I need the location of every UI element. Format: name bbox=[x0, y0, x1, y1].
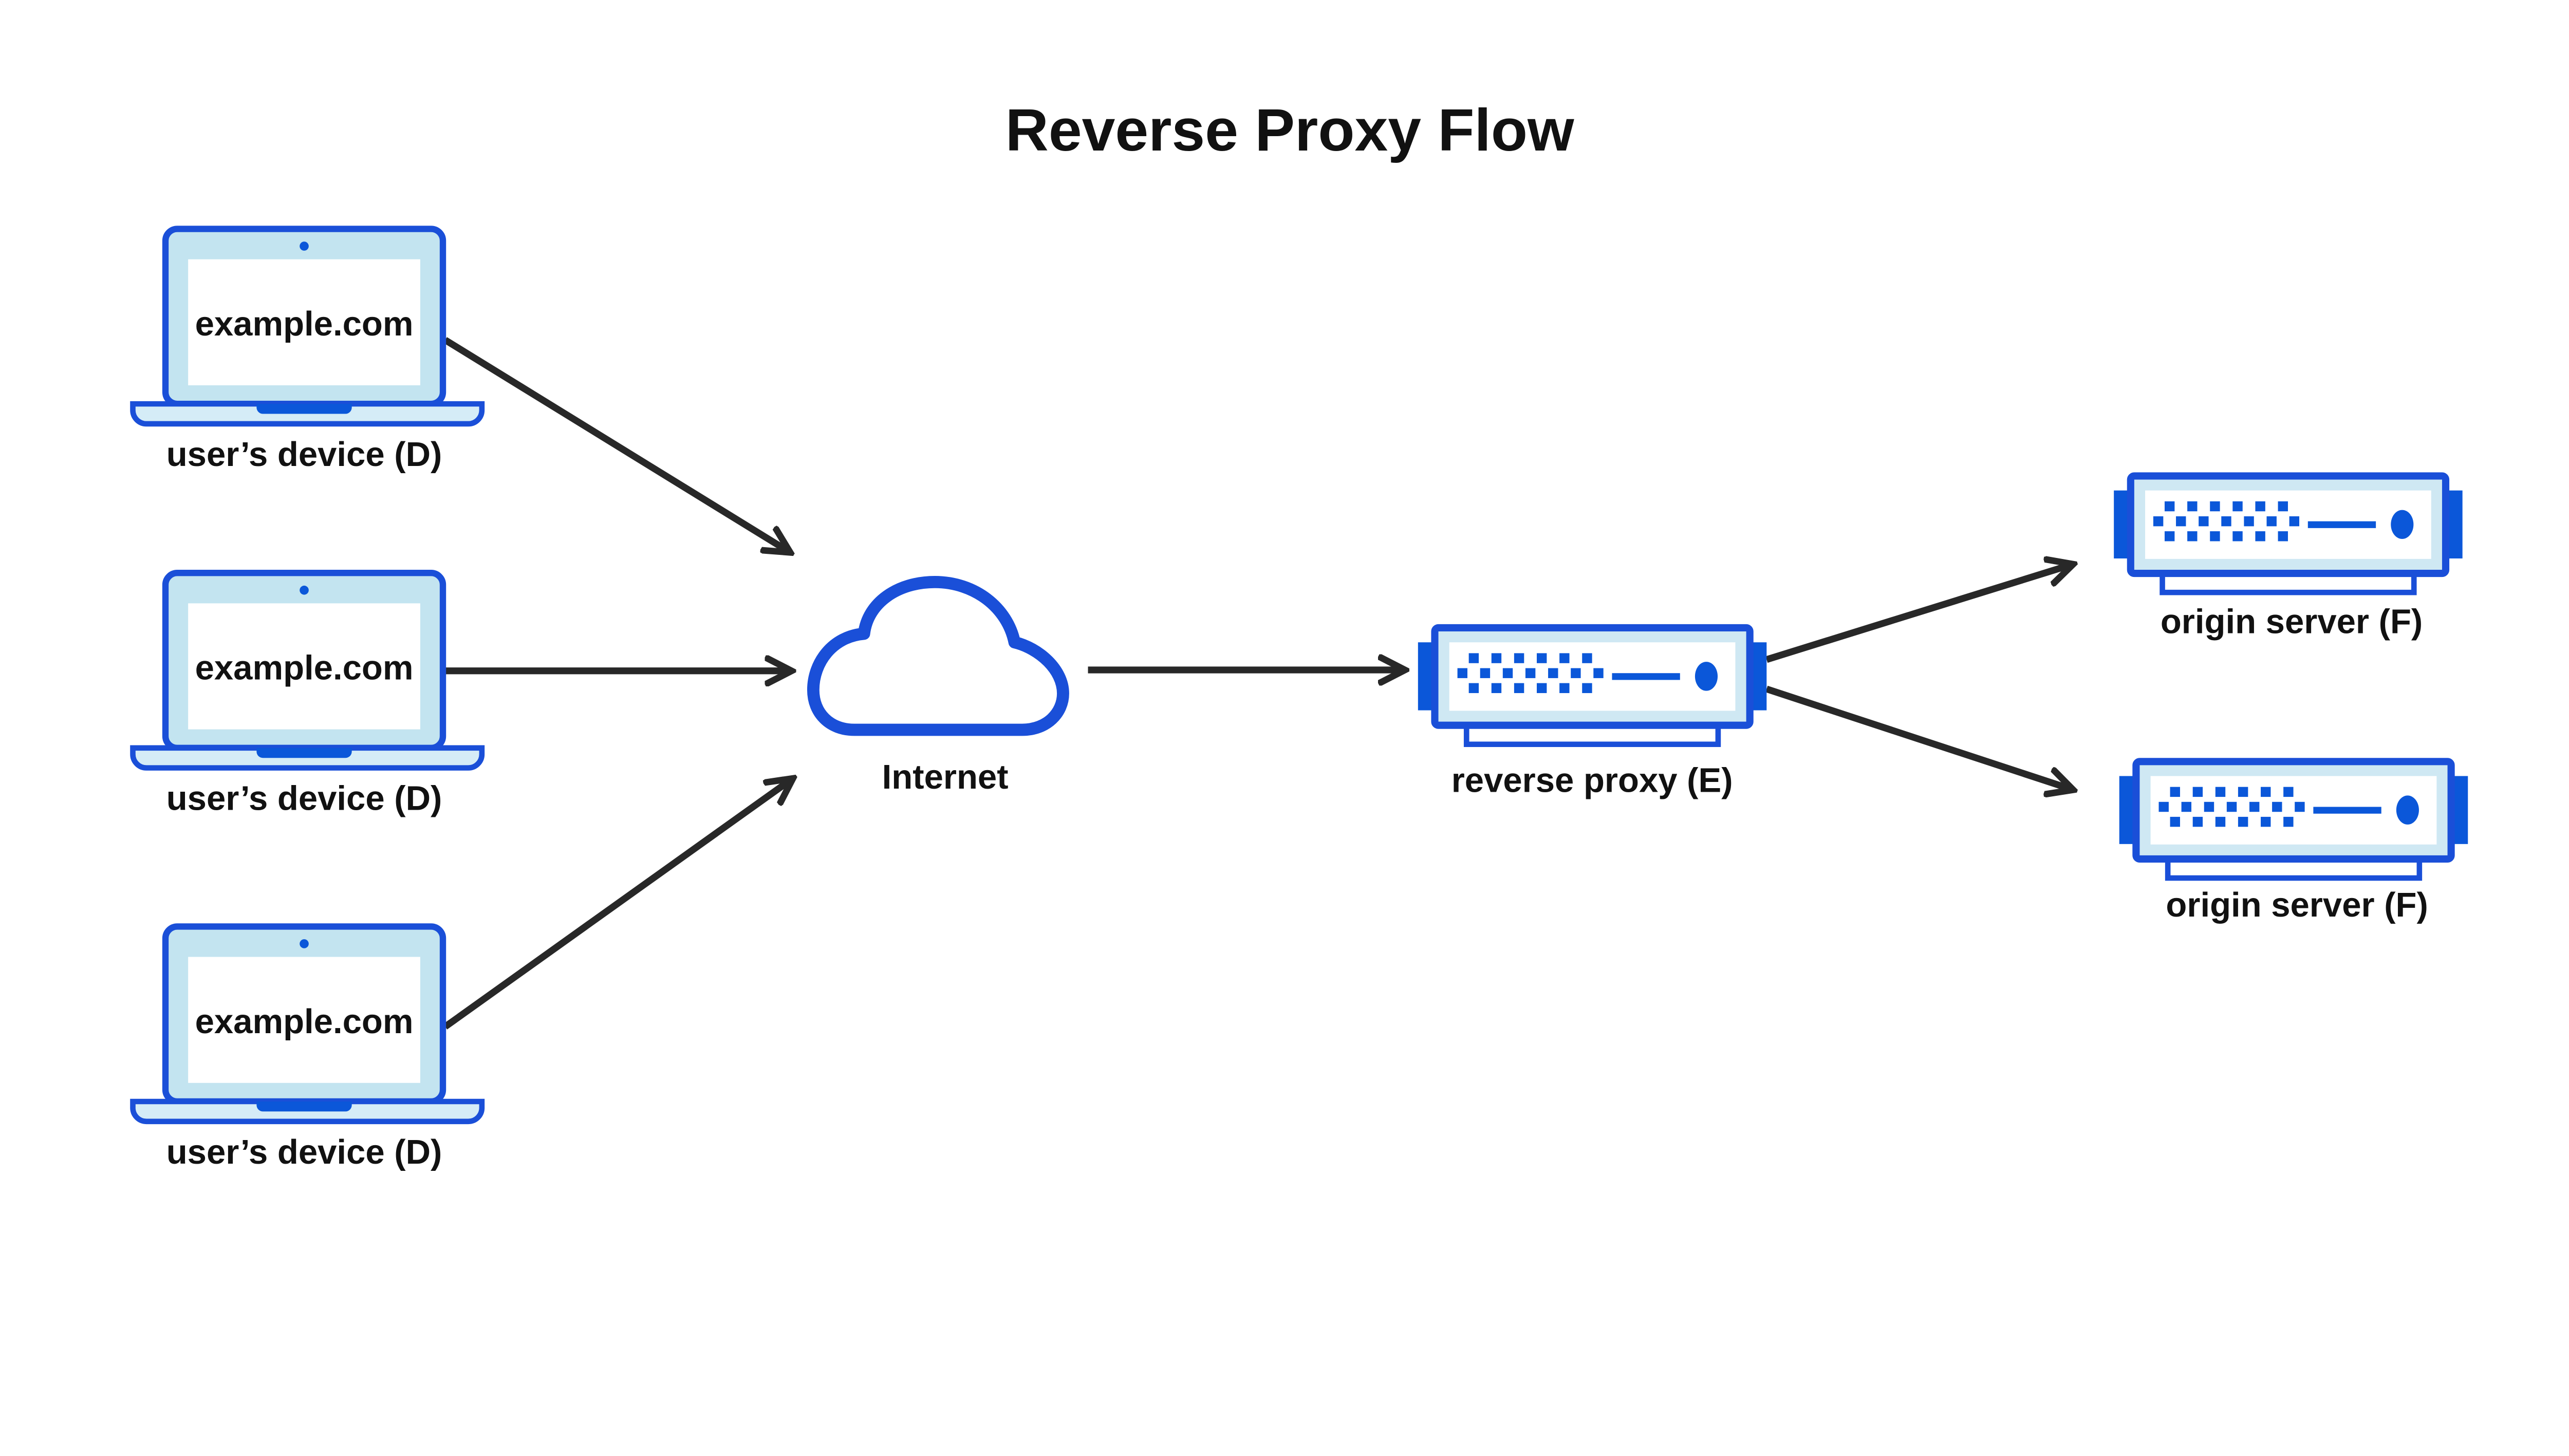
cloud-icon bbox=[807, 575, 1069, 736]
node-internet: Internet bbox=[807, 575, 1069, 796]
server-icon bbox=[2114, 476, 2462, 592]
arrow-proxy-to-origin2 bbox=[1765, 685, 2073, 790]
device-screen-text: example.com bbox=[195, 1002, 414, 1041]
node-origin-server-2: origin server (F) bbox=[2119, 761, 2468, 924]
device-label: user’s device (D) bbox=[166, 1133, 442, 1171]
origin-server-label: origin server (F) bbox=[2166, 886, 2428, 924]
page-title: Reverse Proxy Flow bbox=[1006, 97, 1574, 163]
device-label: user’s device (D) bbox=[166, 779, 442, 818]
server-icon bbox=[2119, 761, 2468, 878]
arrow-proxy-to-origin1 bbox=[1765, 564, 2073, 663]
origin-server-label: origin server (F) bbox=[2161, 603, 2423, 641]
device-screen-text: example.com bbox=[195, 649, 414, 687]
node-user-device-1: example.com user’s device (D) bbox=[133, 229, 482, 474]
reverse-proxy-label: reverse proxy (E) bbox=[1451, 761, 1733, 799]
arrow-device1-to-internet bbox=[443, 337, 790, 552]
device-label: user’s device (D) bbox=[166, 435, 442, 474]
node-user-device-3: example.com user’s device (D) bbox=[133, 926, 482, 1171]
device-screen-text: example.com bbox=[195, 305, 414, 343]
server-icon bbox=[1418, 628, 1766, 744]
node-user-device-2: example.com user’s device (D) bbox=[133, 573, 482, 818]
connection-arrows bbox=[443, 337, 2073, 1030]
internet-label: Internet bbox=[882, 758, 1009, 796]
node-reverse-proxy: reverse proxy (E) bbox=[1418, 628, 1766, 799]
node-origin-server-1: origin server (F) bbox=[2114, 476, 2462, 641]
reverse-proxy-flow-diagram: Reverse Proxy Flow example.com user’s de… bbox=[129, 96, 2472, 1171]
arrow-device3-to-internet bbox=[443, 779, 792, 1030]
